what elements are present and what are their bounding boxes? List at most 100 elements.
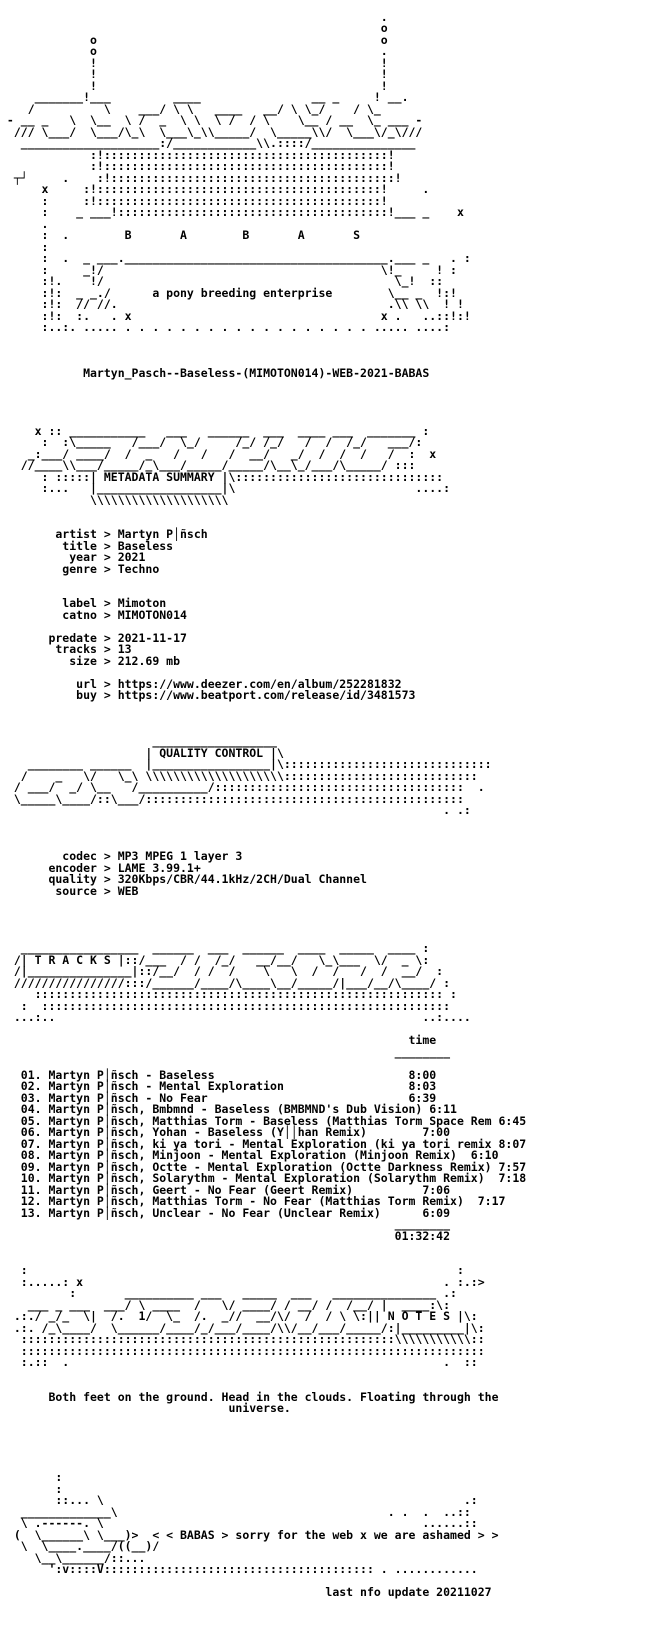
- nfo-line: o .: [0, 44, 388, 58]
- nfo-line: ':v::::V::::::::::::::::::::::::::::::::…: [0, 1562, 478, 1576]
- nfo-line: ____________________:/____________\\.:::…: [0, 136, 416, 150]
- nfo-line: : _ ___!::::::::::::::::::::::::::::::::…: [0, 205, 464, 219]
- nfo-line: [0, 1415, 648, 1427]
- nfo-line: year > 2021: [0, 550, 146, 564]
- nfo-line: Martyn_Pasch--Baseless-(MIMOTON014)-WEB-…: [0, 366, 430, 380]
- nfo-line: .:./ _/_ \| /. 1/ \_ /. _// __/\/ / / \ …: [0, 1309, 478, 1323]
- nfo-line: : ::::::::::::::::::::::::::::::::::::::…: [0, 998, 451, 1013]
- nfo-line: 10. Martyn P│ñsch, Solarythm - Mental Ex…: [0, 1171, 527, 1185]
- nfo-line: .:. /_\____/ \______/____/_/___/____/\\/…: [0, 1320, 485, 1335]
- nfo-line: ::::::::::::::::::::::::::::::::::::::::…: [0, 987, 457, 1001]
- nfo-line: encoder > LAME 3.99.1+: [0, 860, 201, 875]
- nfo-line: _:___/ ____/ / _ / / / __/ _/ / / / / : …: [0, 446, 437, 461]
- nfo-line: ___ _ ___ ___/ \ ____ / \/ ____/ / __/ /…: [0, 1297, 451, 1312]
- nfo-line: / _ \/ \_\ \\\\\\\\\\\\\\\\\\\\:::::::::…: [0, 768, 478, 783]
- nfo-line: [0, 1438, 648, 1450]
- nfo-line: /|_______________|::/__/ / / / \ \ / / /…: [0, 964, 444, 978]
- nfo-line: x :: ___________ ___ ______ ___ ____ ___…: [0, 423, 430, 438]
- nfo-line: 04. Martyn P│ñsch, Bmbmnd - Baseless (BM…: [0, 1102, 457, 1116]
- nfo-line: ...:.. ..:....: [0, 1010, 471, 1024]
- nfo-line: ________: [0, 1044, 451, 1059]
- nfo-line: 12. Martyn P│ñsch, Matthias Torm - No Fe…: [0, 1194, 506, 1208]
- nfo-line: ________ ______ |_________________|\::::…: [0, 757, 492, 771]
- nfo-line: 02. Martyn P│ñsch - Mental Exploration 8…: [0, 1079, 437, 1093]
- nfo-line: :: [0, 1470, 63, 1484]
- nfo-line: - __ _ \ \__ \ / _ \ \ \ / / \ \__ / __ …: [0, 113, 423, 127]
- nfo-line: . .:: [0, 803, 471, 817]
- nfo-line: tracks > 13: [0, 642, 132, 656]
- nfo-line: [0, 1369, 648, 1381]
- nfo-line: o: [0, 21, 388, 35]
- nfo-line: ( \______\ \___)> < < BABAS > sorry for …: [0, 1527, 499, 1542]
- nfo-line: :.:: . . ::: [0, 1355, 478, 1369]
- nfo-line: Both feet on the ground. Head in the clo…: [0, 1389, 499, 1404]
- nfo-line: universe.: [0, 1401, 291, 1415]
- nfo-line: quality > 320Kbps/CBR/44.1kHz/2CH/Dual C…: [0, 872, 367, 886]
- nfo-line: :!: :. . x x . ..::!:!: [0, 308, 471, 323]
- nfo-line: \ .------. \ ......::: [0, 1516, 478, 1530]
- nfo-line: [0, 1449, 648, 1461]
- nfo-line: url > https://www.deezer.com/en/album/25…: [0, 676, 402, 691]
- nfo-line: :..:. ..... . . . . . . . . . . . . . . …: [0, 320, 451, 334]
- nfo-line: codec > MP3 MPEG 1 layer 3: [0, 849, 243, 863]
- nfo-line: /// \___/ \___/\_\ \___\_\\_____/ \_____…: [0, 124, 423, 139]
- nfo-line: ! !: [0, 78, 388, 93]
- nfo-line: x :!::::::::::::::::::::::::::::::::::::…: [0, 182, 430, 196]
- nfo-line: 11. Martyn P│ñsch, Geert - No Fear (Geer…: [0, 1182, 451, 1197]
- nfo-line: [0, 345, 648, 357]
- nfo-line: : __________ ___ _____ ___ _____________…: [0, 1286, 457, 1300]
- nfo-line: :!::::::::::::::::::::::::::::::::::::::…: [0, 147, 395, 162]
- nfo-line: _____________\ . . . ..::: [0, 1504, 471, 1519]
- nfo-line: : _!/ \!_ ! :: [0, 262, 457, 277]
- nfo-line: | QUALITY CONTROL |\: [0, 745, 284, 760]
- nfo-line: :!: // //. .\\ \\ ! !: [0, 297, 464, 311]
- nfo-line: 09. Martyn P│ñsch, Octte - Mental Explor…: [0, 1159, 527, 1174]
- nfo-line: ::::::::::::::::::::::::::::::::::::::::…: [0, 1332, 485, 1346]
- nfo-line: [0, 334, 648, 346]
- nfo-line: [0, 817, 648, 829]
- nfo-line: [0, 1242, 648, 1254]
- nfo-line: :!::::::::::::::::::::::::::::::::::::::…: [0, 159, 395, 173]
- nfo-line: / ___/ _/ \__ /__________/::::::::::::::…: [0, 780, 485, 794]
- nfo-line: size > 212.69 mb: [0, 653, 181, 668]
- nfo-line: 08. Martyn P│ñsch, Minjoon - Mental Expl…: [0, 1148, 499, 1162]
- nfo-line: : . B A B A S: [0, 228, 361, 242]
- nfo-line: buy > https://www.beatport.com/release/i…: [0, 688, 416, 702]
- nfo-line: [0, 1426, 648, 1438]
- nfo-text: . o o o o . !: [0, 11, 648, 1599]
- nfo-line: \\\\\\\\\\\\\\\\\\\\: [0, 492, 229, 507]
- nfo-line: \_____\____/::\___/:::::::::::::::::::::…: [0, 791, 464, 806]
- nfo-line: ////////////////:::/______/____/\____\__…: [0, 975, 451, 990]
- nfo-line: [0, 897, 648, 909]
- nfo-line: genre > Techno: [0, 561, 160, 576]
- nfo-line: 06. Martyn P│ñsch, Yohan - Baseless (Y││…: [0, 1125, 451, 1139]
- nfo-line: 05. Martyn P│ñsch, Matthias Torm - Basel…: [0, 1113, 527, 1128]
- nfo-line: [0, 506, 648, 518]
- nfo-line: [0, 575, 648, 587]
- nfo-line: : :!::::::::::::::::::::::::::::::::::::…: [0, 193, 388, 208]
- nfo-line: .: [0, 216, 49, 231]
- nfo-line: [0, 828, 648, 840]
- nfo-line: / \ ___/ \ \ ____ __/ \ \_/ / \_: [0, 101, 381, 116]
- nfo-line: : :::::| METADATA SUMMARY |\::::::::::::…: [0, 469, 444, 484]
- nfo-line: :... |__________________|\ ....:: [0, 481, 451, 495]
- nfo-line: /| T R A C K S |::/___ / / /_/ __/__/ \_…: [0, 952, 430, 967]
- nfo-line: 03. Martyn P│ñsch - No Fear 6:39: [0, 1090, 437, 1105]
- nfo-line: last nfo update 20211027: [0, 1585, 492, 1599]
- nfo-line: 01:32:42: [0, 1228, 451, 1243]
- nfo-line: :!: _ _./ a pony breeding enterprise \__…: [0, 285, 457, 300]
- nfo-line: ::::::::::::::::::::::::::::::::::::::::…: [0, 1343, 485, 1358]
- nfo-line: artist > Martyn P│ñsch: [0, 527, 208, 541]
- nfo-line: :: [0, 239, 49, 254]
- nfo-line: source > WEB: [0, 883, 139, 898]
- nfo-line: 13. Martyn P│ñsch, Unclear - No Fear (Un…: [0, 1205, 451, 1220]
- nfo-line: :!. !/ \_! ::: [0, 274, 444, 288]
- nfo-line: _________________ ______ ___ ______ ____…: [0, 941, 430, 955]
- nfo-line: 07. Martyn P│ñsch, ki ya tori - Mental E…: [0, 1136, 527, 1151]
- nfo-line: [0, 380, 648, 392]
- nfo-line: [0, 391, 648, 403]
- nfo-line: \ \____.____/((__)/: [0, 1539, 160, 1553]
- nfo-line: title > Baseless: [0, 538, 174, 553]
- nfo-line: ! !: [0, 55, 388, 70]
- nfo-line: catno > MIMOTON014: [0, 607, 187, 622]
